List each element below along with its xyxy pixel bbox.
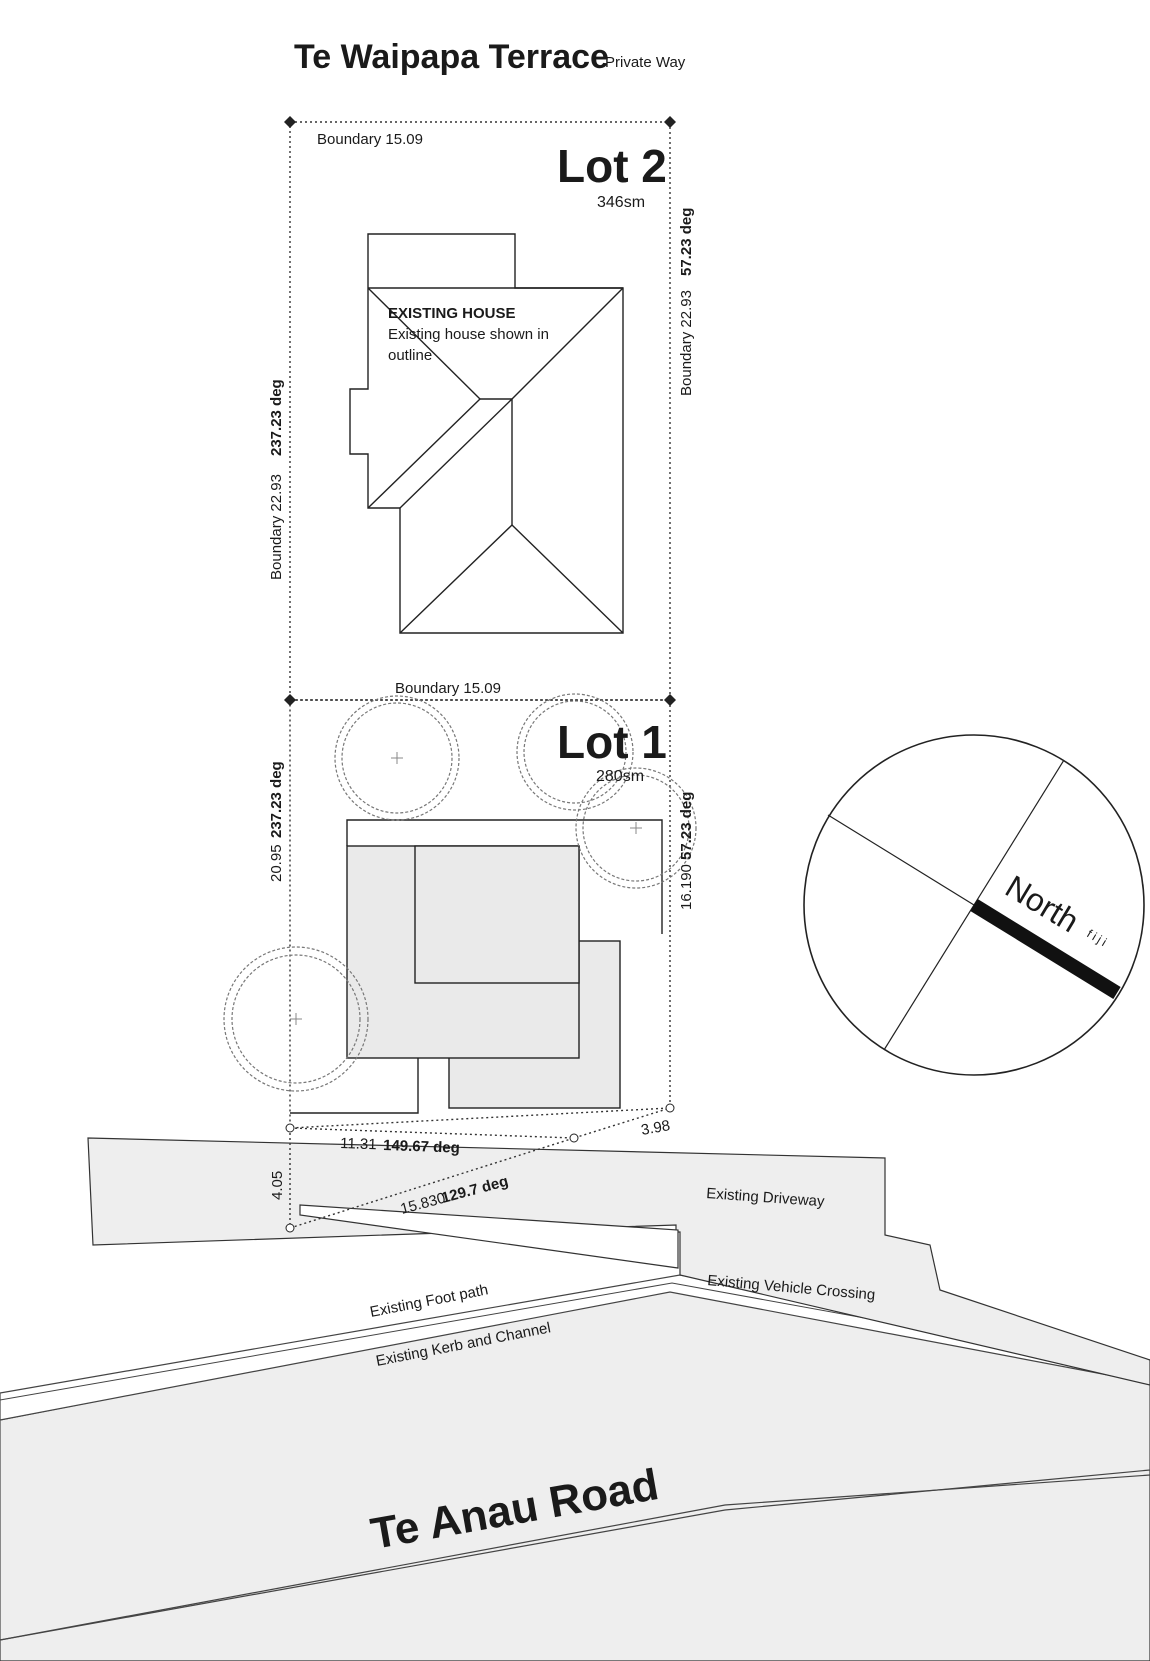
lot2-boundary-top-label: Boundary 15.09	[317, 131, 423, 148]
corner-markers	[284, 116, 676, 1233]
lot2-area: 346sm	[597, 194, 645, 211]
tree-3	[575, 767, 697, 889]
front-side-left: 4.05	[269, 1171, 286, 1200]
existing-house-note-2: outline	[388, 347, 432, 364]
front-side-short: 3.98	[640, 1117, 672, 1139]
lot2-name: Lot 2	[557, 140, 667, 192]
existing-house-outline	[349, 233, 624, 634]
lot2-right-boundary-label: Boundary 22.93	[678, 290, 695, 396]
lot2-right-bearing: 57.23 deg	[678, 208, 695, 276]
road-edge-line	[0, 1474, 1150, 1641]
north-arrow-icon	[803, 734, 1145, 1076]
lot2-boundary	[289, 121, 671, 701]
lot1-area: 280sm	[596, 768, 644, 785]
front-seg1-length: 11.31	[340, 1135, 377, 1153]
lot1-right-bearing: 57.23 deg	[678, 792, 695, 860]
front-boundary	[289, 1107, 671, 1139]
lot1-left-length: 20.95	[268, 844, 285, 882]
trees	[223, 693, 697, 1092]
lot1-name: Lot 1	[557, 716, 667, 768]
private-way-label: Private Way	[605, 54, 686, 71]
lot1-boundary-top-label: Boundary 15.09	[395, 680, 501, 697]
front-seg1-bearing: 149.67 deg	[383, 1137, 460, 1157]
tree-2	[516, 693, 634, 811]
lot1-boundary	[289, 699, 671, 1129]
existing-driveway	[87, 1137, 1150, 1386]
lot1-left-bearing: 237.23 deg	[268, 761, 285, 838]
lot2-left-boundary-label: Boundary 22.93	[268, 474, 285, 580]
existing-house-note-1: Existing house shown in	[388, 326, 549, 343]
lot2-left-bearing: 237.23 deg	[268, 379, 285, 456]
tree-1	[334, 695, 460, 821]
existing-house-title: EXISTING HOUSE	[388, 305, 516, 322]
street-name: Te Waipapa Terrace	[294, 38, 609, 76]
tree-4	[223, 946, 369, 1092]
driveway-notch	[299, 1204, 679, 1269]
proposed-buildings	[290, 819, 663, 1114]
lot1-right-length: 16.190	[678, 864, 695, 910]
